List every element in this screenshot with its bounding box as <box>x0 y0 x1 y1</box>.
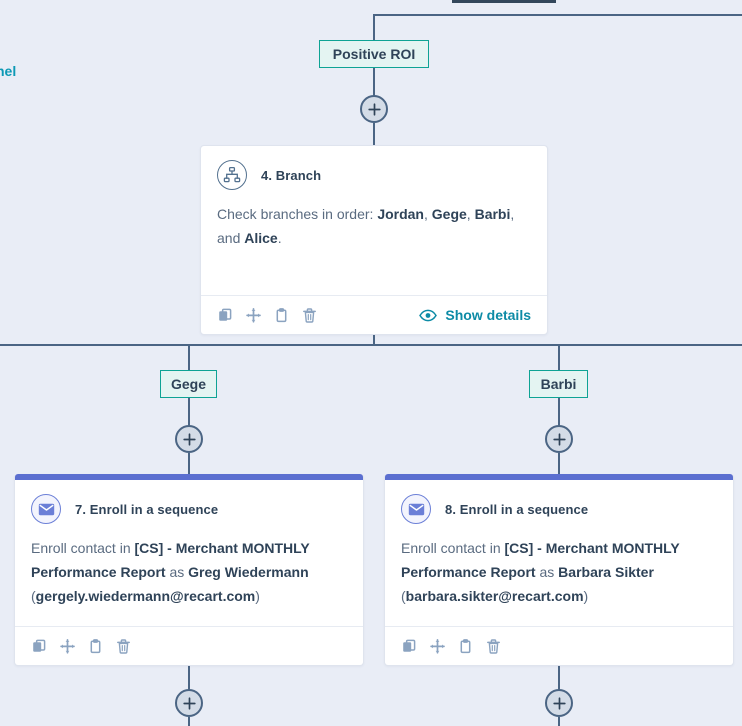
branch-chip-barbi[interactable]: Barbi <box>529 370 588 398</box>
step7-card-footer <box>15 626 363 665</box>
add-step-button-after-gege[interactable] <box>175 425 203 453</box>
duplicate-icon[interactable] <box>31 638 47 654</box>
eye-icon <box>419 309 438 322</box>
connector-step8-to-add <box>558 666 560 690</box>
branch-chip-label: Positive ROI <box>332 46 416 62</box>
branch-name-3: Barbi <box>474 206 511 222</box>
mail-icon <box>31 494 61 524</box>
branch-card-body: Check branches in order: Jordan, Gege, B… <box>217 206 515 246</box>
paste-icon[interactable] <box>87 638 103 654</box>
step8-accent-bar <box>385 474 733 480</box>
add-step-button-after-barbi[interactable] <box>545 425 573 453</box>
branch-card-tools <box>217 307 317 323</box>
connector-branch-card-to-split <box>373 335 375 345</box>
move-icon[interactable] <box>245 307 261 323</box>
add-step-button-after-positive-roi[interactable] <box>360 95 388 123</box>
step8-card-header: 8. Enroll in a sequence <box>385 480 733 524</box>
step7-body-middle: as <box>165 564 189 580</box>
step7-sequence-name: [CS] - Merchant MONTHLY Performance Repo… <box>31 540 310 580</box>
delete-icon[interactable] <box>115 638 131 654</box>
delete-icon[interactable] <box>301 307 317 323</box>
connector-top-horizontal <box>374 14 742 16</box>
step8-card-footer <box>385 626 733 665</box>
connector-gege-to-add <box>188 398 190 426</box>
connector-add-to-step8 <box>558 453 560 475</box>
branch-chip-label: Gege <box>170 376 206 392</box>
step8-contact-email: barbara.sikter@recart.com <box>405 588 584 604</box>
workflow-card-step-7[interactable]: 7. Enroll in a sequence Enroll contact i… <box>14 474 364 666</box>
step7-body-prefix: Enroll contact in <box>31 540 135 556</box>
step8-card-title: 8. Enroll in a sequence <box>445 501 589 517</box>
step7-card-title: 7. Enroll in a sequence <box>75 501 219 517</box>
step8-body-prefix: Enroll contact in <box>401 540 505 556</box>
connector-add-to-branch-card <box>373 123 375 146</box>
branch-card-footer: Show details <box>201 295 547 334</box>
branch-name-4: Alice <box>244 230 278 246</box>
step7-contact-name: Greg Wiedermann <box>188 564 309 580</box>
connector-below-step7-add <box>188 717 190 726</box>
connector-barbi-to-add <box>558 398 560 426</box>
step7-card-tools <box>31 638 131 654</box>
connector-split-to-gege <box>188 344 190 370</box>
branch-body-prefix: Check branches in order: <box>217 206 378 222</box>
move-icon[interactable] <box>429 638 445 654</box>
duplicate-icon[interactable] <box>217 307 233 323</box>
branch-chip-label: Barbi <box>540 376 577 392</box>
paste-icon[interactable] <box>457 638 473 654</box>
step7-card-header: 7. Enroll in a sequence <box>15 480 363 524</box>
branch-chip-gege[interactable]: Gege <box>160 370 217 398</box>
add-step-button-after-step-7[interactable] <box>175 689 203 717</box>
connector-split-to-barbi <box>558 344 560 370</box>
connector-below-step8-add <box>558 717 560 726</box>
branch-icon <box>217 160 247 190</box>
step8-card-body: Enroll contact in [CS] - Merchant MONTHL… <box>401 540 680 604</box>
branch-card-title: 4. Branch <box>261 167 322 183</box>
step7-accent-bar <box>15 474 363 480</box>
duplicate-icon[interactable] <box>401 638 417 654</box>
add-step-button-after-step-8[interactable] <box>545 689 573 717</box>
step8-card-tools <box>401 638 501 654</box>
move-icon[interactable] <box>59 638 75 654</box>
connector-to-positive-roi <box>373 14 375 40</box>
step8-contact-name: Barbara Sikter <box>558 564 654 580</box>
delete-icon[interactable] <box>485 638 501 654</box>
partial-channel-label: nel <box>0 63 17 79</box>
branch-name-1: Jordan <box>377 206 424 222</box>
step8-sequence-name: [CS] - Merchant MONTHLY Performance Repo… <box>401 540 680 580</box>
step8-body-middle: as <box>535 564 559 580</box>
step7-card-body: Enroll contact in [CS] - Merchant MONTHL… <box>31 540 310 604</box>
workflow-card-step-8[interactable]: 8. Enroll in a sequence Enroll contact i… <box>384 474 734 666</box>
connector-positive-roi-to-add <box>373 68 375 96</box>
show-details-button[interactable]: Show details <box>419 307 531 323</box>
connector-add-to-step7 <box>188 453 190 475</box>
offscreen-card-edge <box>452 0 556 3</box>
connector-split-horizontal <box>0 344 742 346</box>
paste-icon[interactable] <box>273 307 289 323</box>
branch-chip-positive-roi[interactable]: Positive ROI <box>319 40 429 68</box>
mail-icon <box>401 494 431 524</box>
branch-name-2: Gege <box>431 206 467 222</box>
show-details-label: Show details <box>445 307 531 323</box>
connector-step7-to-add <box>188 666 190 690</box>
workflow-card-branch[interactable]: 4. Branch Check branches in order: Jorda… <box>200 145 548 335</box>
branch-card-header: 4. Branch <box>201 146 547 190</box>
step7-contact-email: gergely.wiedermann@recart.com <box>35 588 256 604</box>
